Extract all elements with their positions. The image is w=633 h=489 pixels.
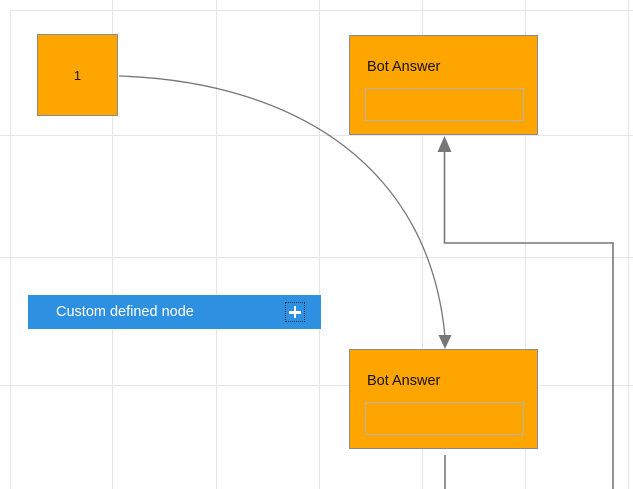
edge-orthogonal-bot-bottom-to-bot-top[interactable] (437, 136, 614, 489)
node-answer-slot[interactable] (365, 402, 524, 435)
custom-defined-node-label: Custom defined node (56, 303, 194, 320)
node-answer-slot[interactable] (365, 88, 524, 121)
edge-curved-node1-to-bot-bottom[interactable] (118, 75, 452, 349)
plus-icon[interactable] (285, 302, 305, 322)
node-bot-answer-top[interactable]: Bot Answer (349, 35, 538, 135)
plus-icon-vertical-stroke (293, 306, 297, 318)
node-title: Bot Answer (367, 373, 441, 389)
custom-defined-node-bar[interactable]: Custom defined node (28, 295, 321, 329)
arrowhead-down-icon (438, 335, 452, 349)
node-numbered-1[interactable]: 1 (37, 34, 118, 116)
arrowhead-up-icon (437, 136, 452, 152)
node-bot-answer-bottom[interactable]: Bot Answer (349, 349, 538, 449)
node-number-label: 1 (73, 67, 82, 83)
node-title: Bot Answer (367, 59, 441, 75)
